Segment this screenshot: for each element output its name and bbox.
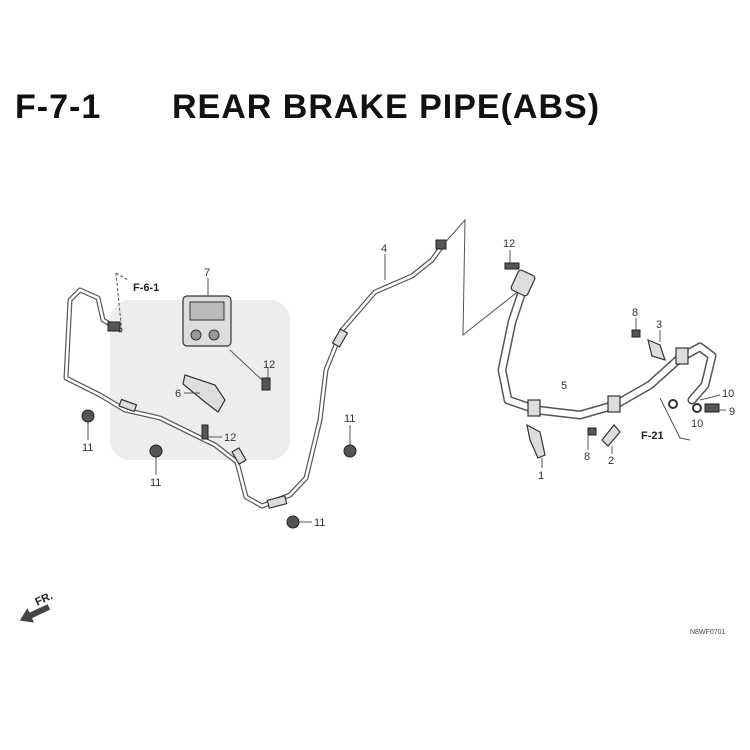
callout-3: 3 — [656, 319, 662, 331]
callout-8: 8 — [584, 451, 590, 463]
callout-11: 11 — [82, 442, 93, 454]
callout-12: 12 — [263, 359, 275, 371]
ref-f-6-1[interactable]: F-6-1 — [133, 282, 159, 294]
hose-clamp-1 — [526, 423, 546, 459]
ref-line — [659, 397, 691, 441]
callout-10: 10 — [722, 388, 734, 400]
ref-line — [115, 272, 129, 281]
callout-2: 2 — [608, 455, 614, 467]
front-direction-arrow: FR. — [19, 590, 55, 623]
bolt-icon — [504, 262, 520, 270]
brake-hose-5 — [497, 269, 717, 420]
oil-bolt-icon — [704, 403, 720, 413]
connection-line — [441, 218, 521, 337]
ref-f-21[interactable]: F-21 — [641, 430, 664, 442]
callout-12: 12 — [503, 238, 515, 250]
clamp-icon — [286, 515, 300, 529]
callout-5: 5 — [561, 380, 567, 392]
bolt-icon — [587, 427, 597, 436]
arrow-icon — [19, 604, 51, 623]
callout-9: 9 — [729, 406, 735, 418]
pipe-fitting — [107, 321, 121, 332]
callout-8: 8 — [632, 307, 638, 319]
ref-line — [115, 272, 123, 334]
clamp-icon — [81, 409, 95, 423]
leader-lines — [87, 250, 726, 523]
clamp-icon — [149, 444, 163, 458]
washer-icon — [668, 399, 678, 409]
bolt-icon — [631, 329, 641, 338]
callout-1: 1 — [538, 470, 544, 482]
front-label: FR. — [33, 590, 54, 608]
callout-7: 7 — [204, 267, 210, 279]
clamp-icon — [343, 444, 357, 458]
hose-stay-3 — [647, 338, 666, 361]
callout-11: 11 — [150, 477, 161, 489]
hose-guide-2 — [601, 424, 621, 447]
page-title: REAR BRAKE PIPE(ABS) — [172, 88, 601, 126]
callout-10: 10 — [691, 418, 703, 430]
callout-4: 4 — [381, 243, 387, 255]
pipe-fitting — [435, 239, 447, 250]
callout-6: 6 — [175, 388, 181, 400]
figure-number: F-7-1 — [15, 88, 102, 126]
diagram-code: N8WF0701 — [690, 629, 726, 636]
callout-11: 11 — [344, 413, 355, 425]
abs-modulator — [182, 295, 232, 347]
bolt-icon — [261, 377, 271, 391]
callout-12: 12 — [224, 432, 236, 444]
bolt-icon — [201, 424, 209, 440]
callout-11: 11 — [314, 517, 325, 529]
abs-bracket — [182, 374, 226, 413]
washer-icon — [692, 403, 702, 413]
brake-pipe-4 — [63, 239, 447, 509]
